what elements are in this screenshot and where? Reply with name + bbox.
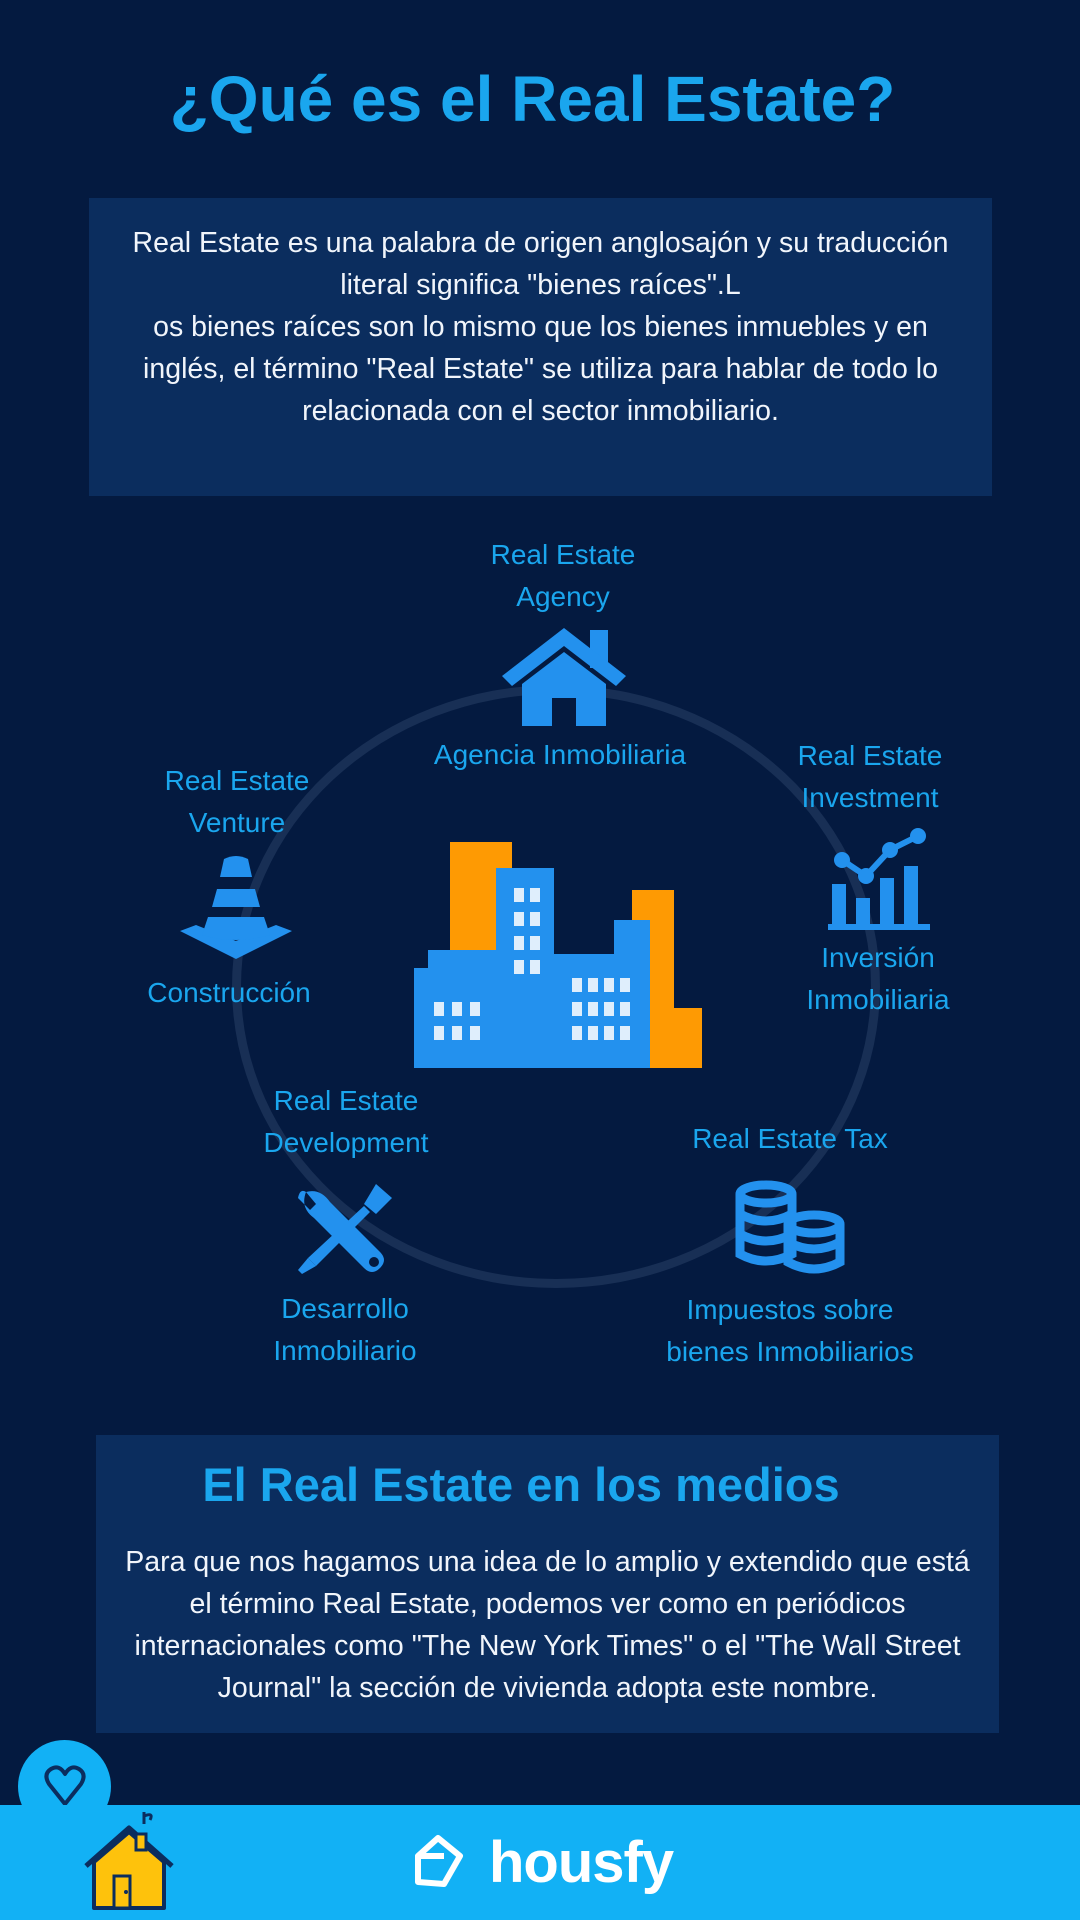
development-english-label: Real Estate Development [263,1085,429,1158]
intro-paragraph-2: os bienes raíces son lo mismo que los bi… [143,311,938,427]
agency-english-label: Real Estate Agency [490,539,636,612]
house-icon [502,628,626,726]
intro-paragraph-1: Real Estate es una palabra de origen ang… [132,227,949,301]
city-buildings-icon [414,842,702,1068]
venture-spanish-label: Construcción [147,977,311,1008]
tools-icon [298,1184,392,1274]
agency-spanish-label: Agencia Inmobiliaria [433,739,687,770]
investment-english-label: Real Estate Investment [797,740,943,813]
tax-spanish-label: Impuestos sobre bienes Inmobiliarios [666,1294,914,1367]
growth-chart-icon [828,828,930,930]
home-mascot-icon [84,1812,174,1910]
media-title: El Real Estate en los medios [202,1458,840,1511]
brand-name: housfy [489,1830,674,1895]
media-text: Para que nos hagamos una idea de lo ampl… [125,1546,970,1704]
development-spanish-label: Desarrollo Inmobiliario [273,1293,417,1366]
media-panel: El Real Estate en los medios Para que no… [96,1435,999,1733]
venture-english-label: Real Estate Venture [164,765,310,838]
intro-text: Real Estate es una palabra de origen ang… [119,222,962,432]
intro-panel: Real Estate es una palabra de origen ang… [89,198,992,496]
footer-bar [0,1805,1080,1920]
housfy-logo-icon [415,1835,463,1887]
coins-icon [735,1180,845,1274]
investment-spanish-label: Inversión Inmobiliaria [806,942,950,1015]
page-title: ¿Qué es el Real Estate? [169,63,896,135]
traffic-cone-icon [180,856,292,959]
tax-english-label: Real Estate Tax [692,1123,888,1154]
heart-icon [44,1765,86,1806]
